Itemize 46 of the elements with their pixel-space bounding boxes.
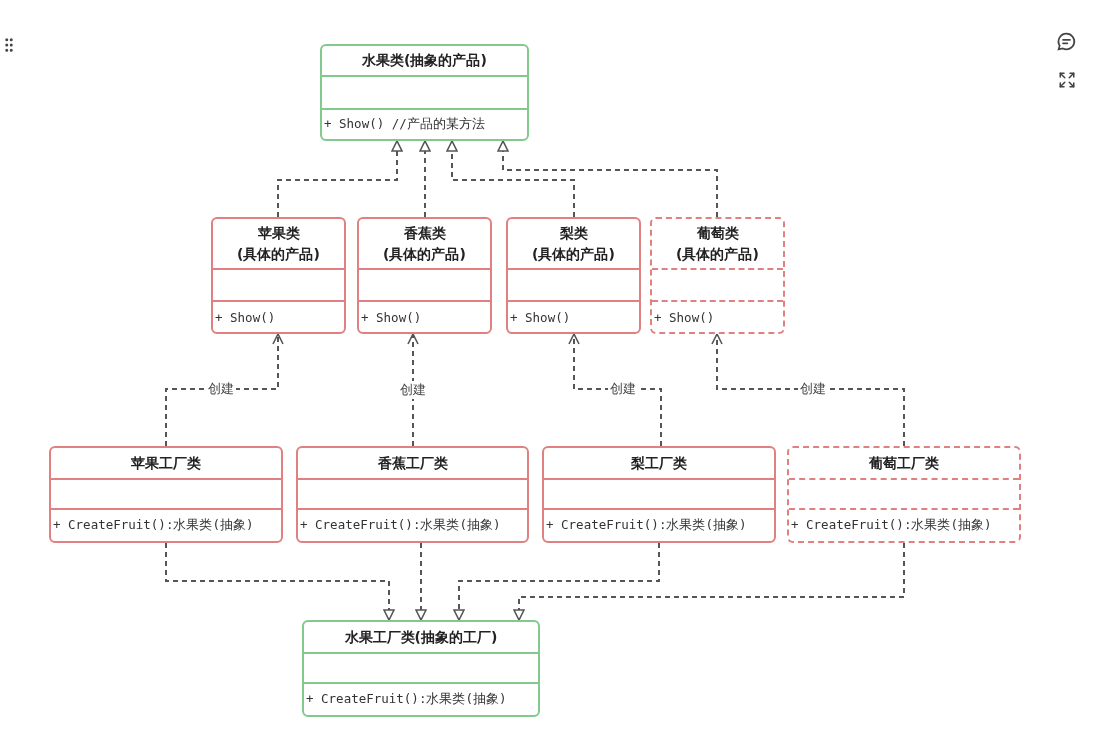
class-name: 香蕉工厂类 [377,453,448,473]
dependency-arrow [711,333,905,447]
realization-arrow [277,140,403,218]
realization-arrow [165,542,395,621]
class-box [296,446,529,543]
class-box [650,217,785,334]
class-box [211,217,346,334]
method-text: + Show() [215,309,276,325]
class-box [542,446,776,543]
realization-arrow [419,140,431,218]
method-text: + Show() //产品的某方法 [324,116,485,133]
class-name: 梨类(具体的产品) [531,223,616,264]
edge-label: 创建 [608,380,638,398]
realization-arrow [415,542,427,621]
class-box [49,446,283,543]
class-name: 葡萄类(具体的产品) [675,223,760,264]
class-name: 苹果类(具体的产品) [236,223,321,264]
method-text: + CreateFruit():水果类(抽象) [306,691,507,708]
class-name: 梨工厂类 [631,453,687,473]
method-text: + Show() [361,309,422,325]
dependency-arrow [165,333,284,447]
class-box [787,446,1021,543]
class-name: 水果类(抽象的产品) [362,51,487,70]
method-text: + CreateFruit():水果类(抽象) [546,517,747,534]
class-box [506,217,641,334]
realization-arrow [453,542,660,621]
method-text: + CreateFruit():水果类(抽象) [53,517,254,534]
dependency-arrow [407,333,419,447]
realization-arrow [497,140,718,218]
class-box [320,44,529,141]
realization-arrow [513,542,905,621]
method-text: + CreateFruit():水果类(抽象) [300,517,501,534]
edge-label: 创建 [206,380,236,398]
class-name: 香蕉类(具体的产品) [382,223,467,264]
edge-label: 创建 [398,381,428,399]
edge-label: 创建 [798,380,828,398]
class-box [302,620,540,717]
class-name: 苹果工厂类 [131,453,201,473]
realization-arrow [446,140,575,218]
class-box [357,217,492,334]
dependency-arrow [568,333,662,447]
method-text: + Show() [654,309,715,325]
method-text: + Show() [510,309,571,325]
class-name: 葡萄工厂类 [869,453,939,473]
class-name: 水果工厂类(抽象的工厂) [344,627,498,647]
method-text: + CreateFruit():水果类(抽象) [791,517,992,534]
